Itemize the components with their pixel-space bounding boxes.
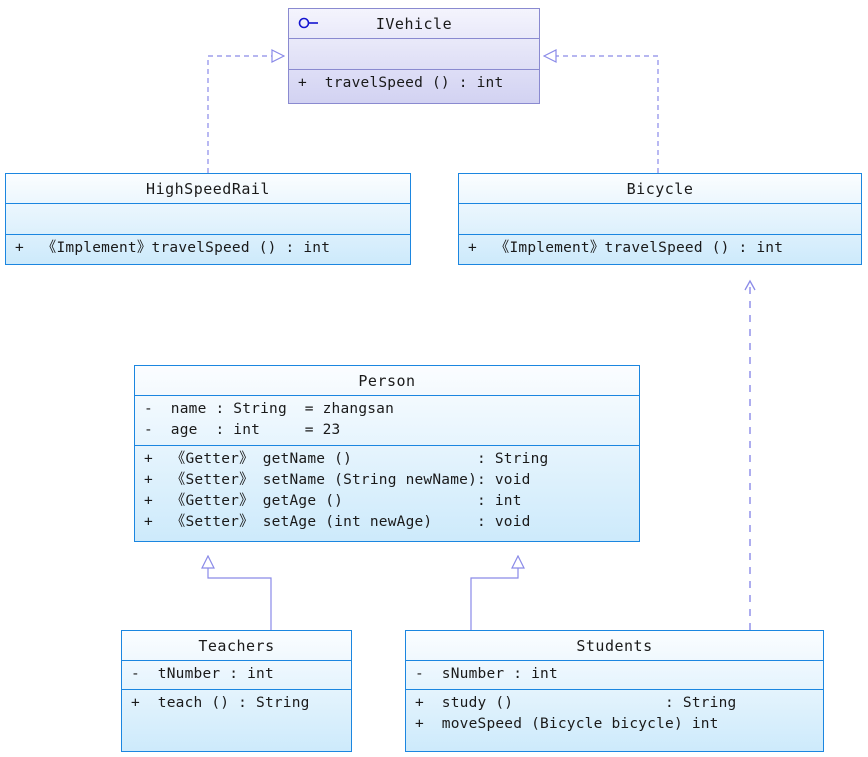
class-name-highspeedrail: HighSpeedRail bbox=[146, 180, 270, 198]
class-attributes-person: - name : String = zhangsan - age : int =… bbox=[135, 396, 639, 446]
class-operations-person: + 《Getter》 getName () : String + 《Setter… bbox=[135, 446, 639, 541]
class-box-ivehicle[interactable]: IVehicle + travelSpeed () : int bbox=[288, 8, 540, 104]
class-attributes-bicycle bbox=[459, 204, 861, 235]
class-attributes-highspeedrail bbox=[6, 204, 410, 235]
class-operations-bicycle: + 《Implement》travelSpeed () : int bbox=[459, 235, 861, 264]
class-attributes-students: - sNumber : int bbox=[406, 661, 823, 690]
class-operations-ivehicle: + travelSpeed () : int bbox=[289, 70, 539, 103]
operation-row[interactable]: + 《Implement》travelSpeed () : int bbox=[15, 240, 331, 256]
class-box-teachers[interactable]: Teachers - tNumber : int + teach () : St… bbox=[121, 630, 352, 752]
class-name-bicycle: Bicycle bbox=[626, 180, 694, 198]
empty-attributes bbox=[6, 207, 410, 230]
class-title-bicycle: Bicycle bbox=[459, 174, 861, 204]
class-name-ivehicle: IVehicle bbox=[375, 15, 453, 33]
class-attributes-teachers: - tNumber : int bbox=[122, 661, 351, 690]
class-attributes-ivehicle bbox=[289, 39, 539, 70]
class-title-person: Person bbox=[135, 366, 639, 396]
class-name-teachers: Teachers bbox=[198, 637, 275, 655]
operation-row[interactable]: + 《Getter》 getAge () : int bbox=[144, 493, 522, 509]
operation-row[interactable]: + 《Setter》 setAge (int newAge) : void bbox=[144, 514, 531, 530]
interface-lollipop-icon bbox=[298, 17, 318, 29]
class-operations-highspeedrail: + 《Implement》travelSpeed () : int bbox=[6, 235, 410, 264]
operation-row[interactable]: + 《Implement》travelSpeed () : int bbox=[468, 240, 784, 256]
class-box-bicycle[interactable]: Bicycle + 《Implement》travelSpeed () : in… bbox=[458, 173, 862, 265]
class-operations-teachers: + teach () : String bbox=[122, 690, 351, 751]
class-title-teachers: Teachers bbox=[122, 631, 351, 661]
attribute-row[interactable]: - tNumber : int bbox=[131, 666, 274, 682]
class-box-students[interactable]: Students - sNumber : int + study () : St… bbox=[405, 630, 824, 752]
attribute-row[interactable]: - age : int = 23 bbox=[144, 422, 341, 438]
empty-attributes bbox=[289, 42, 539, 65]
operation-row[interactable]: + teach () : String bbox=[131, 695, 310, 711]
rel-bicycle-ivehicle bbox=[544, 56, 659, 173]
class-name-students: Students bbox=[576, 637, 653, 655]
operation-row[interactable]: + 《Setter》 setName (String newName): voi… bbox=[144, 472, 531, 488]
rel-teachers-person bbox=[208, 556, 272, 630]
rel-highspeedrail-ivehicle bbox=[207, 56, 284, 173]
class-box-person[interactable]: Person - name : String = zhangsan - age … bbox=[134, 365, 640, 542]
attribute-row[interactable]: - name : String = zhangsan bbox=[144, 401, 395, 417]
rel-students-person bbox=[470, 556, 518, 630]
class-title-ivehicle: IVehicle bbox=[289, 9, 539, 39]
operation-row[interactable]: + 《Getter》 getName () : String bbox=[144, 451, 549, 467]
class-title-highspeedrail: HighSpeedRail bbox=[6, 174, 410, 204]
class-title-students: Students bbox=[406, 631, 823, 661]
attribute-row[interactable]: - sNumber : int bbox=[415, 666, 558, 682]
operation-row[interactable]: + moveSpeed (Bicycle bicycle) int bbox=[415, 716, 719, 732]
operation-row[interactable]: + travelSpeed () : int bbox=[298, 75, 504, 91]
class-operations-students: + study () : String + moveSpeed (Bicycle… bbox=[406, 690, 823, 751]
empty-attributes bbox=[459, 207, 861, 230]
class-box-highspeedrail[interactable]: HighSpeedRail + 《Implement》travelSpeed (… bbox=[5, 173, 411, 265]
operation-row[interactable]: + study () : String bbox=[415, 695, 737, 711]
class-name-person: Person bbox=[358, 372, 416, 390]
